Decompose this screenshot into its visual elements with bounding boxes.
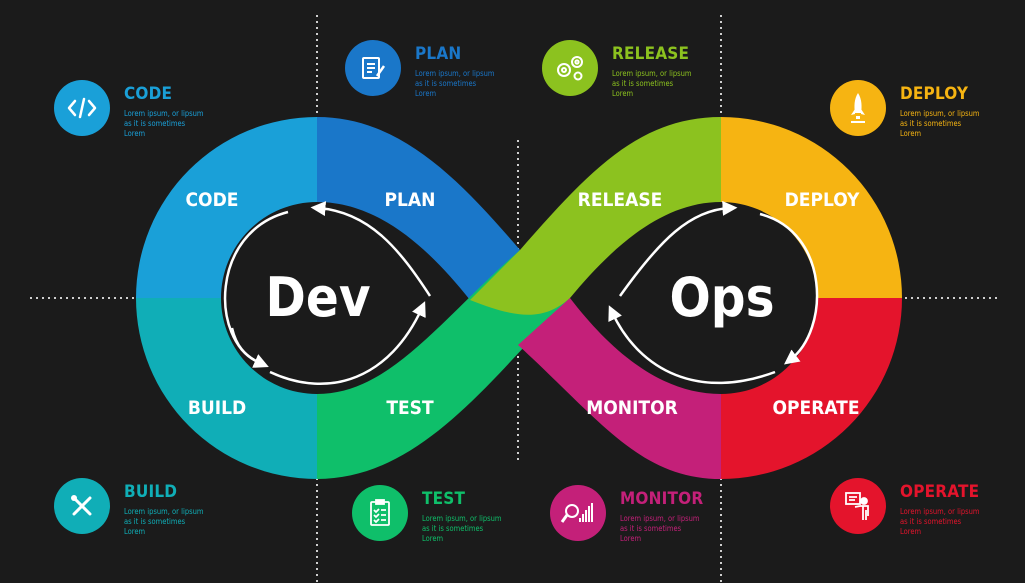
clipboard-pen-icon [345,40,401,96]
callout-description: Lorem ipsum, or lipsum as it is sometime… [620,514,700,543]
tools-icon [54,478,110,534]
ops-label: Ops [670,266,775,329]
segment-label-release: RELEASE [578,189,663,211]
code-icon [54,80,110,136]
segment-monitor [518,298,721,479]
segment-label-monitor: MONITOR [586,397,678,419]
callout-build: BUILD Lorem ipsum, or lipsum as it is so… [54,478,204,537]
segment-plan [317,117,520,300]
arrow-icon [608,305,776,385]
segment-deploy [721,117,902,298]
callout-title: RELEASE [612,44,690,64]
arrow-icon [759,212,819,365]
callout-title: CODE [124,84,173,104]
callout-monitor: MONITOR Lorem ipsum, or lipsum as it is … [550,485,703,544]
cycle-arrows [223,200,819,386]
segment-label-code: CODE [186,189,239,211]
callout-description: Lorem ipsum, or lipsum as it is sometime… [422,514,502,543]
callout-description: Lorem ipsum, or lipsum as it is sometime… [415,69,495,98]
callout-deploy: DEPLOY Lorem ipsum, or lipsum as it is s… [830,80,980,139]
infinity-loop [136,117,902,479]
callout-title: DEPLOY [900,84,969,104]
callout-code: CODE Lorem ipsum, or lipsum as it is som… [54,80,204,139]
segment-code [136,117,317,298]
segment-build [136,298,317,479]
segment-release [470,117,721,315]
callout-description: Lorem ipsum, or lipsum as it is sometime… [900,109,980,138]
callout-plan: PLAN Lorem ipsum, or lipsum as it is som… [345,40,495,99]
rocket-icon [830,80,886,136]
callout-release: RELEASE Lorem ipsum, or lipsum as it is … [542,40,692,99]
checklist-icon [352,485,408,541]
callout-title: MONITOR [620,489,704,509]
arrow-icon [618,200,738,297]
segment-label-deploy: DEPLOY [785,189,860,211]
dev-label: Dev [266,266,371,329]
segment-label-build: BUILD [188,397,246,419]
segment-label-test: TEST [386,397,434,419]
callout-test: TEST Lorem ipsum, or lipsum as it is som… [352,485,502,544]
segment-label-plan: PLAN [385,189,436,211]
guide-lines [30,15,1000,583]
arrow-icon [310,201,432,297]
magnifier-chart-icon [550,485,606,541]
presenter-icon [830,478,886,534]
callout-title: TEST [422,489,466,509]
callout-operate: OPERATE Lorem ipsum, or lipsum as it is … [830,478,980,537]
callout-title: BUILD [124,482,178,502]
callout-description: Lorem ipsum, or lipsum as it is sometime… [124,507,204,536]
arrow-icon [230,327,269,368]
segment-operate [721,298,902,479]
callout-description: Lorem ipsum, or lipsum as it is sometime… [612,69,692,98]
callout-description: Lorem ipsum, or lipsum as it is sometime… [124,109,204,138]
callout-description: Lorem ipsum, or lipsum as it is sometime… [900,507,980,536]
arrow-icon [269,301,426,386]
gears-icon [542,40,598,96]
callout-title: PLAN [415,44,462,64]
segment-label-operate: OPERATE [773,397,860,419]
callout-title: OPERATE [900,482,980,502]
